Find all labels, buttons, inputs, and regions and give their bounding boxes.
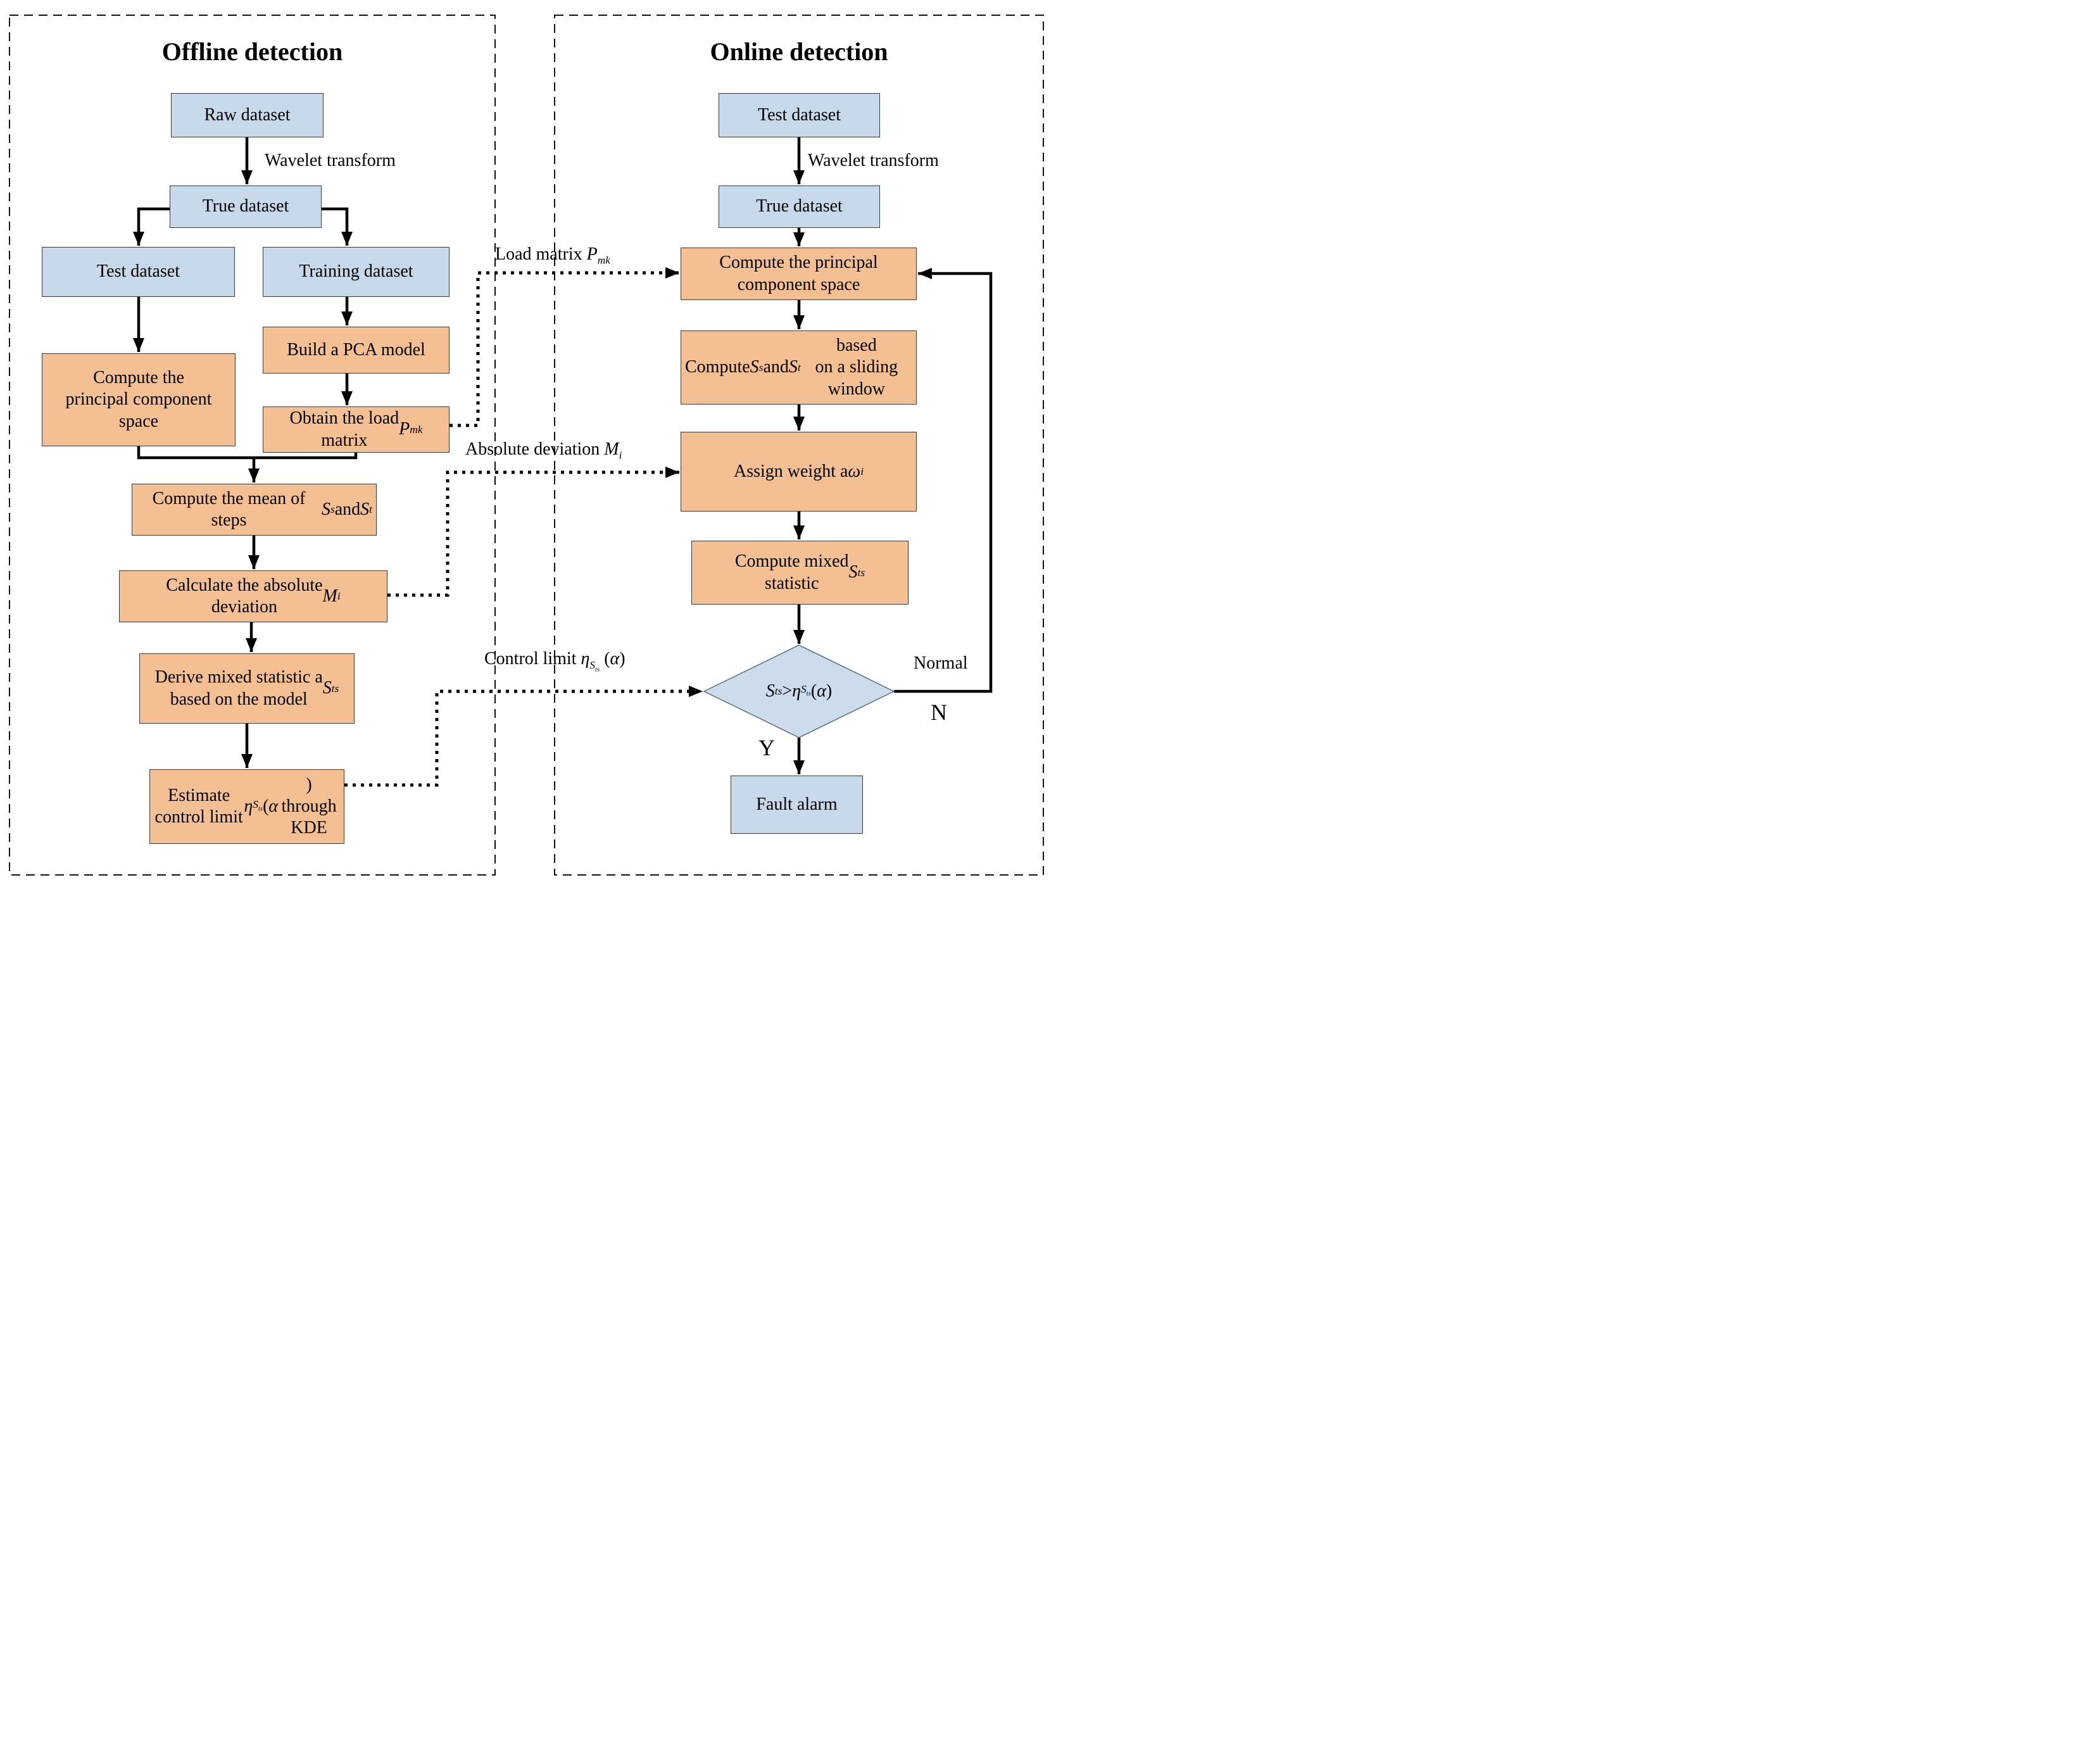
label-wavelet-online: Wavelet transform (808, 151, 939, 170)
title-online: Online detection (710, 37, 888, 66)
node-fault-alarm: Fault alarm (731, 776, 863, 834)
node-true-dataset-online: True dataset (719, 185, 880, 228)
label-yes: Y (758, 735, 775, 760)
node-test-dataset-online: Test dataset (719, 93, 880, 137)
title-offline: Offline detection (161, 37, 343, 66)
node-training-dataset: Training dataset (263, 247, 450, 297)
decision-diamond (703, 644, 895, 738)
arrow-true-to-test (133, 207, 170, 246)
label-absolute-deviation: Absolute deviation Mi (465, 439, 622, 462)
feedback-loop-normal (894, 268, 993, 693)
label-no: N (931, 700, 947, 725)
label-load-matrix: Load matrix Pmk (495, 244, 610, 267)
connector-layer (9, 15, 1044, 876)
label-control-limit: Control limit ηSts (α) (484, 649, 626, 674)
node-test-dataset-offline: Test dataset (42, 247, 235, 297)
merge-bar (137, 446, 358, 460)
flowchart-canvas: Offline detection Online detection Raw d… (0, 0, 1050, 880)
panel-online-border (554, 15, 1044, 876)
arrow-true-to-training (322, 207, 353, 246)
connector-absolute-deviation (387, 467, 679, 597)
node-raw-dataset: Raw dataset (171, 93, 324, 137)
label-normal: Normal (914, 653, 968, 673)
label-wavelet-offline: Wavelet transform (265, 151, 396, 170)
panel-offline-border (9, 15, 496, 876)
node-true-dataset-offline: True dataset (170, 185, 322, 228)
node-build-pca: Build a PCA model (263, 327, 450, 374)
connector-load-matrix (450, 267, 679, 427)
connector-control-limit (344, 686, 703, 787)
